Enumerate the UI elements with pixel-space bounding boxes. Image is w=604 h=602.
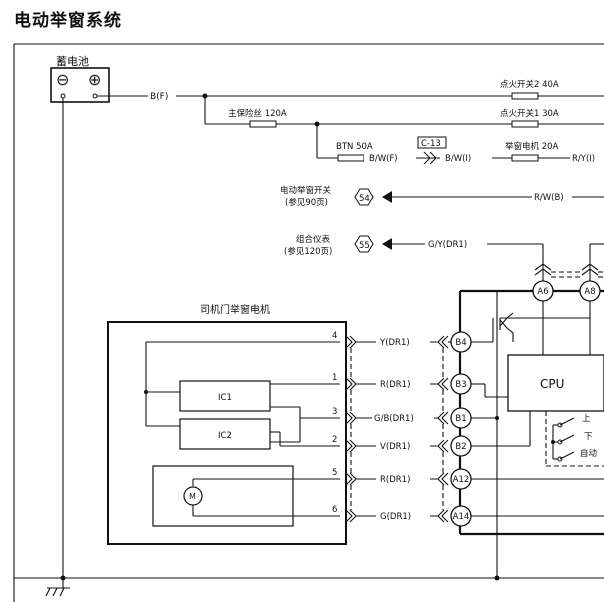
wire-label-gydr1: G/Y(DR1) — [428, 240, 467, 250]
wire-label-rdr1-b: R(DR1) — [380, 475, 410, 485]
connector-c13-icon — [423, 151, 437, 165]
fuse-ign2 — [511, 92, 539, 100]
wire-label-ydr1: Y(DR1) — [379, 338, 410, 348]
fuse-label-ign2: 点火开关2 40A — [500, 79, 559, 90]
battery-minus-icon: ⊖ — [56, 70, 69, 89]
svg-text:A8: A8 — [584, 287, 595, 297]
battery-neg-terminal — [60, 93, 66, 99]
svg-text:A6: A6 — [537, 287, 548, 297]
arrow-icon — [382, 238, 392, 250]
pin-1: 1 — [332, 373, 337, 383]
fuse-ign1 — [511, 120, 539, 128]
ground-junction — [494, 575, 500, 581]
pin-3: 3 — [332, 407, 337, 417]
pin-6: 6 — [332, 505, 337, 515]
wire-label-bwf: B/W(F) — [369, 154, 398, 164]
switch-label-down: 下 — [584, 432, 593, 442]
ic1-box — [179, 380, 271, 412]
harness-connector-left — [345, 335, 357, 523]
ic2-label: IC2 — [218, 431, 232, 441]
switch-ref-num: 54 — [359, 194, 370, 204]
switch-ref-name: 电动举窗开关 — [280, 185, 332, 196]
cluster-ref-name: 组合仪表 — [296, 234, 331, 245]
ic1-label: IC1 — [218, 393, 232, 403]
fuse-label-ign1: 点火开关1 30A — [500, 108, 559, 119]
svg-text:M: M — [189, 492, 196, 501]
switch-label-auto: 自动 — [580, 448, 598, 459]
pin-5: 5 — [332, 468, 337, 478]
diagram-title: 电动举窗系统 — [14, 11, 122, 31]
battery-pos-terminal — [92, 93, 98, 99]
wire-label-bf: B(F) — [150, 92, 168, 102]
pin-2: 2 — [332, 435, 337, 445]
cluster-ref-tag — [354, 235, 374, 253]
svg-text:B1: B1 — [455, 414, 466, 424]
wire-label-gdr1: G(DR1) — [380, 512, 411, 522]
arrow-icon — [382, 191, 392, 203]
wire-label-rwb: R/W(B) — [534, 193, 564, 203]
battery-label: 蓄电池 — [56, 55, 89, 68]
cpu-label: CPU — [540, 377, 564, 391]
svg-text:B4: B4 — [455, 338, 466, 348]
fuse-motor — [511, 154, 539, 162]
connector-c13-box — [417, 136, 447, 149]
pin-4: 4 — [332, 331, 337, 341]
wire-label-rdr1-a: R(DR1) — [380, 380, 410, 390]
svg-text:B3: B3 — [455, 380, 466, 390]
fuse-label-main: 主保险丝 120A — [228, 108, 287, 119]
fuse-main — [249, 120, 277, 128]
wire-label-vdr1: V(DR1) — [380, 442, 410, 452]
wire-label-gbdr1: G/B(DR1) — [374, 414, 414, 424]
svg-text:B2: B2 — [455, 442, 466, 452]
motor-inner-box — [152, 465, 294, 527]
switch-label-up: 上 — [582, 414, 591, 424]
svg-text:A14: A14 — [453, 512, 470, 522]
harness-chevron — [534, 263, 552, 276]
transistor-icon — [492, 312, 514, 342]
harness-connector-right — [437, 335, 449, 523]
wire-label-bwi: B/W(I) — [445, 154, 471, 164]
connector-c13-label: C-13 — [421, 139, 441, 149]
fuse-label-btn: BTN 50A — [336, 142, 373, 152]
harness-chevron — [581, 263, 599, 276]
motor-box-title: 司机门举窗电机 — [200, 303, 270, 316]
switch-ref-tag — [354, 188, 374, 206]
wire-label-ryi: R/Y(I) — [572, 154, 595, 164]
svg-text:A12: A12 — [453, 475, 470, 485]
switch-ref-page: (参见90页) — [285, 197, 328, 208]
ic2-box — [179, 418, 271, 450]
battery-plus-icon: ⊕ — [88, 70, 101, 89]
fuse-btn — [337, 154, 365, 162]
cpu-box — [507, 354, 604, 412]
fuse-label-motor: 举窗电机 20A — [505, 141, 559, 152]
cluster-ref-num: 55 — [359, 241, 370, 251]
cluster-ref-page: (参见120页) — [284, 246, 332, 257]
